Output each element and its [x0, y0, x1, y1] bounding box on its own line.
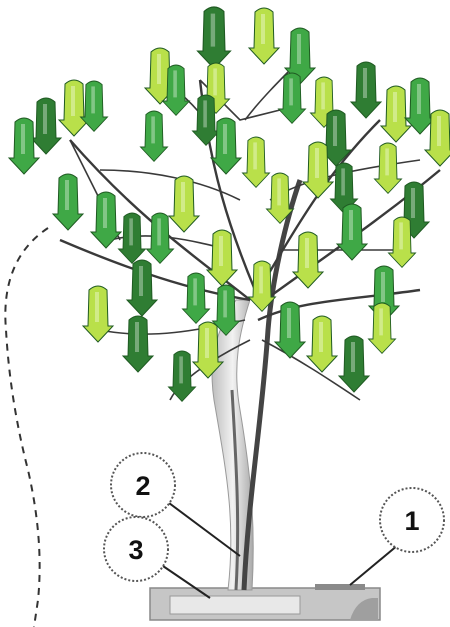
leaf-turbine — [207, 230, 237, 286]
leaf-turbine — [91, 192, 121, 248]
leaf-turbine — [169, 176, 199, 232]
leaf-turbine — [53, 174, 83, 230]
leaf-turbine — [211, 118, 241, 174]
leaf-turbine — [141, 111, 168, 161]
leaf-turbine — [337, 204, 367, 260]
leaf-turbine — [351, 62, 381, 118]
leaf-turbine — [198, 7, 231, 69]
callout-3-label: 3 — [128, 535, 143, 565]
leaf-turbine — [123, 316, 153, 372]
leaf-turbine — [9, 118, 39, 174]
leaf-turbine — [307, 316, 337, 372]
callout-2: 2 — [111, 453, 175, 517]
foundation-base — [150, 584, 380, 620]
callout-1-label: 1 — [404, 506, 419, 536]
leaf-turbine — [339, 336, 369, 392]
callout-2-label: 2 — [135, 471, 150, 501]
leaf-turbine — [293, 232, 323, 288]
leaf-turbine — [375, 143, 402, 193]
callout-3: 3 — [104, 517, 168, 581]
leaf-turbine — [83, 286, 113, 342]
leaf-turbine — [59, 80, 89, 136]
leaf-turbine — [183, 273, 210, 323]
leaf-turbine — [249, 8, 279, 64]
leaf-turbine — [31, 98, 61, 154]
callout-1: 1 — [380, 488, 444, 552]
leaf-turbine — [381, 86, 411, 142]
dashed-guide-line — [5, 228, 48, 627]
leaf-turbine — [243, 137, 270, 187]
callout-leader-lines — [160, 500, 398, 598]
